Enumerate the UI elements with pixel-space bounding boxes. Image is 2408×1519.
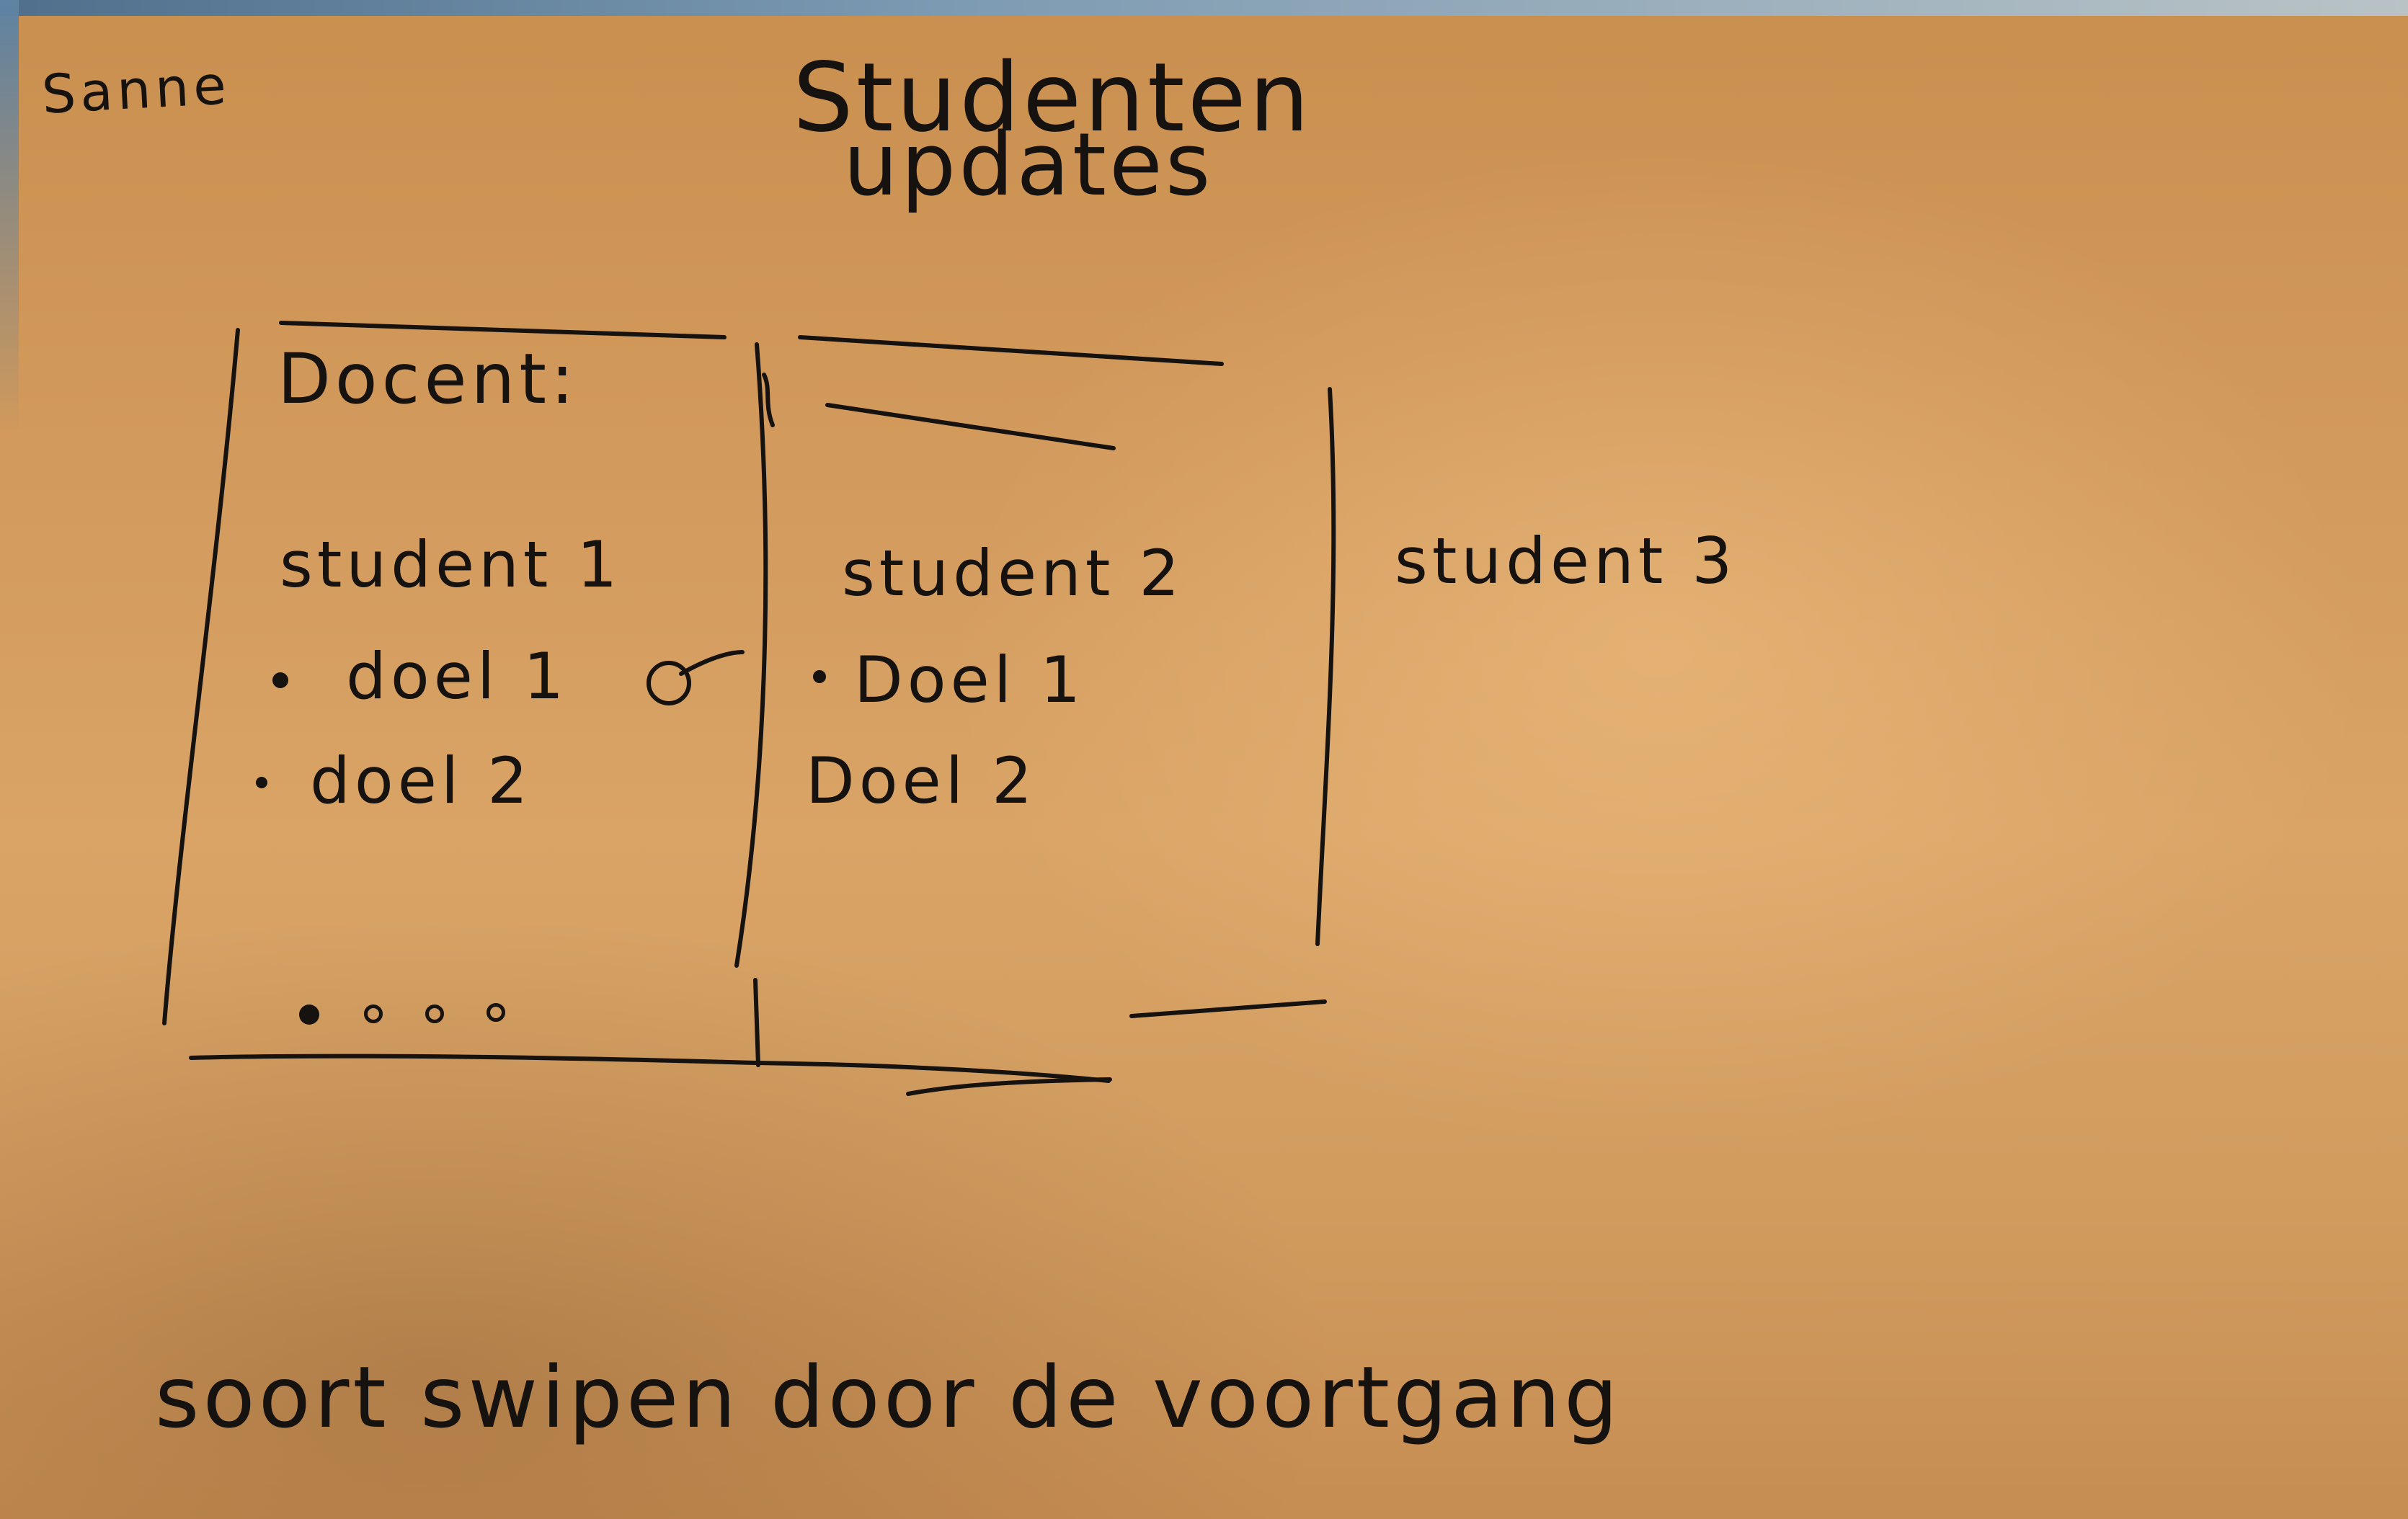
caption-text: soort swipen door de voortgang	[155, 1348, 1622, 1447]
check-circle	[647, 661, 691, 705]
panel1-top-line	[279, 321, 727, 339]
panel1-header: Docent:	[277, 339, 579, 419]
panel2-bottom-line	[1129, 999, 1327, 1018]
panel2-right-line	[1315, 387, 1336, 946]
author-name: Sanne	[40, 54, 232, 126]
panel3-student-name: student 3	[1395, 524, 1737, 598]
panel1-goal-2: doel 2	[310, 744, 533, 818]
panel2-top-line	[798, 335, 1224, 366]
page-title-line1: Studenten	[793, 43, 1312, 153]
base-line	[189, 1054, 1111, 1083]
panel1-right-mark	[762, 373, 775, 427]
page-title-line2: updates	[843, 115, 1214, 215]
bullet-icon	[256, 777, 267, 788]
base-line-short	[906, 1077, 1112, 1096]
pagination-dot[interactable]	[425, 1004, 444, 1023]
panel2-goal-2: Doel 2	[806, 744, 1037, 818]
panel1-goal-1: doel 1	[346, 639, 569, 713]
panel2-goal-1: Doel 1	[854, 643, 1085, 717]
panel-divider-bottom	[753, 978, 760, 1067]
panel1-left-line	[162, 328, 240, 1025]
panel2-subtitle-line	[825, 403, 1116, 450]
panel1-student-name: student 1	[280, 527, 622, 602]
bullet-icon	[813, 670, 826, 683]
panel2-student-name: student 2	[842, 536, 1184, 610]
pagination-dot-active[interactable]	[299, 1004, 319, 1025]
background-strip	[0, 0, 2408, 16]
pagination-dot[interactable]	[364, 1004, 383, 1023]
pagination-dot[interactable]	[487, 1003, 505, 1022]
bullet-icon	[272, 672, 288, 688]
panel1-right-line	[734, 342, 768, 968]
check-tick	[679, 650, 745, 676]
background-edge	[0, 0, 19, 432]
